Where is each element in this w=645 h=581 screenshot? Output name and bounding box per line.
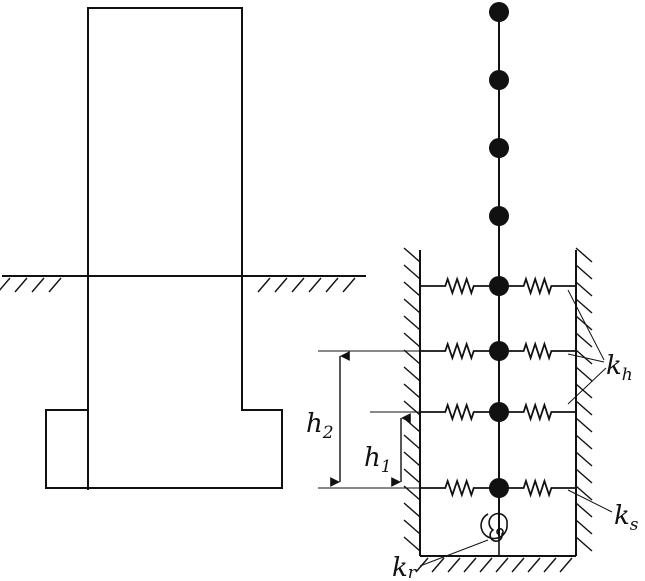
left-wall-hatch-mark <box>403 366 421 382</box>
ground-hatch-mark <box>0 277 11 291</box>
base-hatch-mark <box>479 557 493 573</box>
dimension-lines <box>318 350 420 489</box>
base-hatch-mark <box>431 557 445 573</box>
right-wall-hatch-mark <box>575 264 593 280</box>
ground-hatch-mark <box>325 277 339 293</box>
spring-icon <box>420 341 499 361</box>
right-wall-hatch-mark <box>575 332 593 348</box>
right-wall-hatch-mark <box>575 349 593 365</box>
spring-group <box>420 276 576 498</box>
right-wall-hatch-mark <box>575 434 593 450</box>
lumped-mass <box>489 276 509 296</box>
right-wall-hatch-mark <box>575 468 593 484</box>
left-wall-hatch-mark <box>403 383 421 399</box>
left-wall-hatch-mark <box>403 468 421 484</box>
right-wall-hatch-mark <box>575 383 593 399</box>
right-wall-hatch-mark <box>575 502 593 518</box>
right-wall-hatch-mark <box>575 519 593 535</box>
left-wall-hatch-mark <box>403 434 421 450</box>
right-wall-hatch-mark <box>575 536 593 552</box>
lumped-mass <box>489 2 509 22</box>
base-hatch-mark <box>543 557 557 573</box>
pier-outline <box>45 7 283 490</box>
left-wall-hatch-mark <box>403 264 421 280</box>
h1-label: h1 <box>364 443 392 477</box>
left-wall-hatch-mark <box>403 332 421 348</box>
left-wall-hatch-mark <box>403 536 421 552</box>
left-wall-hatch-mark <box>403 502 421 518</box>
left-wall-hatch-mark <box>403 315 421 331</box>
left-wall-hatch-mark <box>403 417 421 433</box>
right-wall-hatch-mark <box>575 247 593 263</box>
left-wall-hatch-mark <box>403 451 421 467</box>
ground-hatch-mark <box>274 277 288 293</box>
spring-icon <box>420 276 499 296</box>
base-hatch-mark <box>511 557 525 573</box>
right-wall-hatch-mark <box>575 366 593 382</box>
spring-icon <box>499 402 576 422</box>
ground-hatch-mark <box>291 277 305 293</box>
ground-hatch-mark <box>48 277 62 293</box>
base-hatch-mark <box>527 557 541 573</box>
ks-label: ks <box>614 501 639 535</box>
lumped-mass <box>489 138 509 158</box>
lumped-mass <box>489 341 509 361</box>
left-wall-hatch-mark <box>403 349 421 365</box>
rotational-spring-icon <box>480 512 508 556</box>
right-wall-hatch-mark <box>575 451 593 467</box>
kh-label: kh <box>606 351 633 385</box>
left-wall-hatch-mark <box>403 247 421 263</box>
right-wall-hatch-mark <box>575 298 593 314</box>
leader-lines <box>419 289 613 567</box>
lumped-mass <box>489 478 509 498</box>
lumped-mass <box>489 206 509 226</box>
soil-walls <box>403 247 593 573</box>
left-wall-hatch-mark <box>403 298 421 314</box>
base-hatch-mark <box>463 557 477 573</box>
lumped-mass <box>489 402 509 422</box>
physical-pier <box>45 7 283 490</box>
spring-icon <box>499 478 576 498</box>
lumped-masses <box>489 2 509 498</box>
ground-hatch-mark <box>257 277 271 293</box>
base-hatch-mark <box>495 557 509 573</box>
spring-icon <box>499 341 576 361</box>
ground-hatch-mark <box>14 277 28 293</box>
base-hatch-mark <box>559 557 573 573</box>
kr-label: kr <box>392 553 417 581</box>
right-wall-hatch-mark <box>575 281 593 297</box>
h2-label: h2 <box>306 409 334 443</box>
right-wall-hatch-mark <box>575 400 593 416</box>
spring-icon <box>499 276 576 296</box>
spring-icon <box>420 478 499 498</box>
left-wall-hatch-mark <box>403 281 421 297</box>
ground-hatch-mark <box>342 277 356 293</box>
left-wall-hatch-mark <box>403 400 421 416</box>
right-wall-hatch-mark <box>575 417 593 433</box>
ground-hatch-mark <box>31 277 45 293</box>
right-wall-hatch-mark <box>575 315 593 331</box>
left-wall-hatch-mark <box>403 519 421 535</box>
ground-hatch-mark <box>308 277 322 293</box>
ground-surface-left <box>0 275 366 293</box>
right-wall-hatch-mark <box>575 485 593 501</box>
lumped-mass <box>489 70 509 90</box>
base-hatch-mark <box>447 557 461 573</box>
spring-icon <box>420 402 499 422</box>
